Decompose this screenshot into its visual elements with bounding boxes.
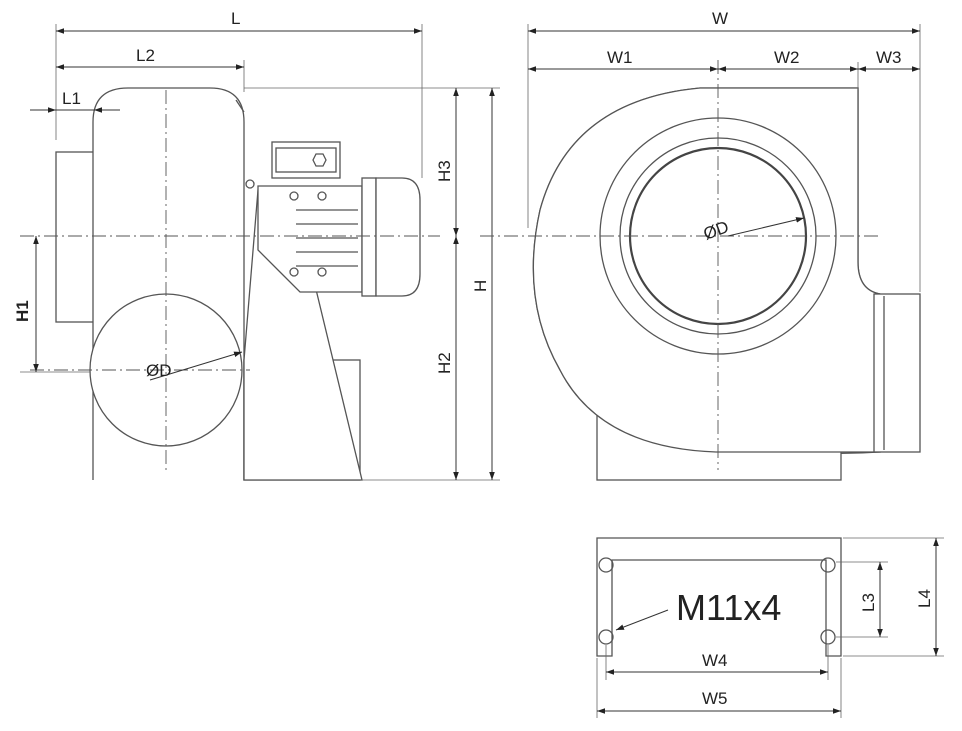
motor-bolt-icon (317, 267, 327, 277)
motor-bolt-icon (289, 191, 299, 201)
dim-L4-label: L4 (915, 589, 934, 608)
terminal-box-gland-icon (312, 153, 327, 167)
dim-H3-label: H3 (435, 160, 454, 182)
dim-W-label: W (712, 9, 728, 28)
front-diameter-leader (727, 217, 805, 237)
mounting-hole-icon (820, 557, 836, 573)
dim-L-label: L (231, 9, 240, 28)
dim-W5-label: W5 (702, 689, 728, 708)
dim-L2-label: L2 (136, 46, 155, 65)
side-diameter-leader (149, 351, 243, 381)
front-view: ØD W W1 W2 W3 (480, 9, 921, 481)
bolt-callout-leader (615, 609, 669, 631)
front-outlet-flange (873, 293, 921, 453)
dim-W1-label: W1 (607, 48, 633, 67)
mounting-hole-icon (820, 629, 836, 645)
motor-cooling-fins (296, 209, 358, 267)
dim-L1-label: L1 (62, 89, 81, 108)
motor-bolt-icon (245, 179, 255, 189)
dim-L3-label: L3 (859, 593, 878, 612)
side-diameter-label: ØD (146, 361, 172, 380)
volute-lower-edge (532, 87, 881, 453)
motor-bolt-icon (317, 191, 327, 201)
dim-H2-label: H2 (435, 352, 454, 374)
mounting-hole-icon (598, 629, 614, 645)
motor-bolt-icon (289, 267, 299, 277)
bolt-callout-label: M11x4 (676, 587, 781, 628)
dim-H-label: H (471, 280, 490, 292)
dim-W4-label: W4 (702, 651, 728, 670)
dim-H1-label: H1 (13, 300, 32, 322)
base-plan-view: M11x4 L3 L4 W4 W5 (596, 537, 944, 718)
dim-W3-label: W3 (876, 48, 902, 67)
side-view: ØD L L2 L1 H1 H3 H2 H (13, 9, 500, 481)
terminal-box-lid (275, 147, 337, 173)
side-inlet-collar (55, 151, 95, 323)
dim-W2-label: W2 (774, 48, 800, 67)
mounting-hole-icon (598, 557, 614, 573)
motor-flange (361, 177, 377, 297)
base-plate-outline (596, 537, 842, 657)
side-housing-step (235, 99, 245, 113)
motor-end-cap (375, 177, 421, 297)
